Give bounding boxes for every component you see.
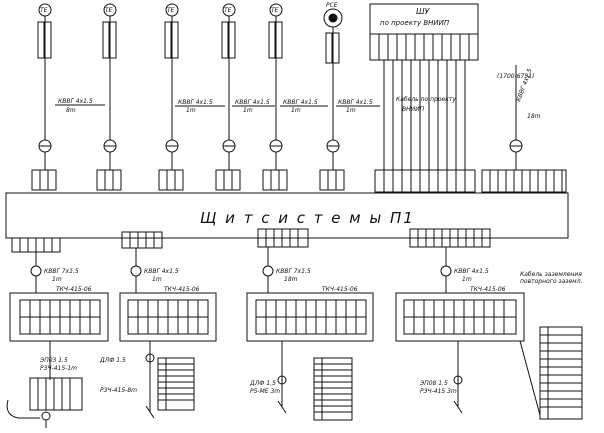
right-terminal-block [481, 169, 567, 193]
bottom-label: ЭП03 1.5 [39, 357, 68, 364]
device-type: ТКЧ-415-06 [56, 286, 92, 293]
cable-length: 8m [66, 107, 76, 114]
sensor-tag: ТЕ [167, 7, 175, 14]
group-cable-label: КВВГ 4х1.5 [144, 268, 179, 275]
cable-label: КВВГ 4х1.5 [235, 99, 270, 106]
sensor-column [158, 3, 184, 191]
cable-label: КВВГ 4х1.5 [178, 99, 213, 106]
sensor-column [262, 3, 288, 191]
main-panel-title: Щ и т с и с т е м ы П1 [200, 209, 415, 227]
legend-table [313, 357, 353, 421]
cable-length: 1m [346, 107, 356, 114]
top-sensor-columns [31, 3, 345, 191]
cable-length: 1m [243, 107, 253, 114]
group-cable-length: 1m [152, 276, 162, 283]
sensor-tag: ТЕ [40, 7, 48, 14]
bottom-label-sub: Р5-МЕ 3m [250, 388, 280, 395]
group-cable-label: КВВГ 7х1.5 [44, 268, 79, 275]
ground-note-1: Кабель заземления [520, 271, 582, 278]
shu-subtitle: по проекту ВНИИП [380, 19, 450, 27]
sensor-tag: ТЕ [105, 7, 113, 14]
group-cable-length: 18m [284, 276, 298, 283]
sensor-tag: ТЕ [271, 7, 279, 14]
right-tag-length: 18m [527, 113, 541, 120]
cable-label: КВВГ 4х1.5 [283, 99, 318, 106]
bottom-label-sub: РЗЧ-415-8m [100, 387, 137, 394]
group-cable-label: КВВГ 7х1.5 [276, 268, 311, 275]
vniip-cable-label-2: ВНИИП [402, 106, 425, 113]
vniip-cable-label: Кабель по проекту [396, 96, 456, 103]
bottom-label: ЭП08 1.5 [419, 380, 448, 387]
bottom-label: ДЛФ 1.5 [99, 357, 126, 364]
legend-table [157, 357, 195, 411]
bottom-label-sub: РЗЧ-415 3m [420, 388, 457, 395]
cable-label: КВВГ 4х1.5 [58, 98, 93, 105]
cable-length: 1m [186, 107, 196, 114]
group-cable-length: 1m [462, 276, 472, 283]
group-cable-label: КВВГ 4х1.5 [454, 268, 489, 275]
shu-title: ШУ [416, 7, 431, 16]
device-type: ТКЧ-415-06 [470, 286, 506, 293]
upper-terminal-block [374, 169, 476, 193]
sensor-column [215, 3, 241, 191]
legend-table [539, 326, 583, 420]
cable-length: 1m [291, 107, 301, 114]
sensor-tag: ТЕ [224, 7, 232, 14]
sensor-tag: РСЕ [326, 2, 338, 9]
sensor-column [96, 3, 122, 191]
bottom-label-sub: РЗЧ-415-1m [40, 365, 77, 372]
device-block [119, 292, 217, 342]
device-type: ТКЧ-415-06 [164, 286, 200, 293]
cable-label: КВВГ 4х1.5 [338, 99, 373, 106]
bottom-left-equipment [6, 341, 83, 428]
device-type: ТКЧ-415-06 [322, 286, 358, 293]
right-tag-code: (1700-6731) [497, 73, 534, 80]
sensor-column [31, 3, 57, 191]
device-block [395, 292, 525, 342]
sensor-column [319, 8, 345, 191]
device-block [9, 292, 109, 342]
group-cable-length: 1m [52, 276, 62, 283]
ground-note-2: повторного заземл. [520, 278, 583, 285]
lower-terminal-rows [11, 228, 491, 253]
main-panel-frame [5, 192, 569, 239]
device-block [246, 292, 374, 342]
bottom-label: ДЛФ 1.5 [249, 380, 276, 387]
